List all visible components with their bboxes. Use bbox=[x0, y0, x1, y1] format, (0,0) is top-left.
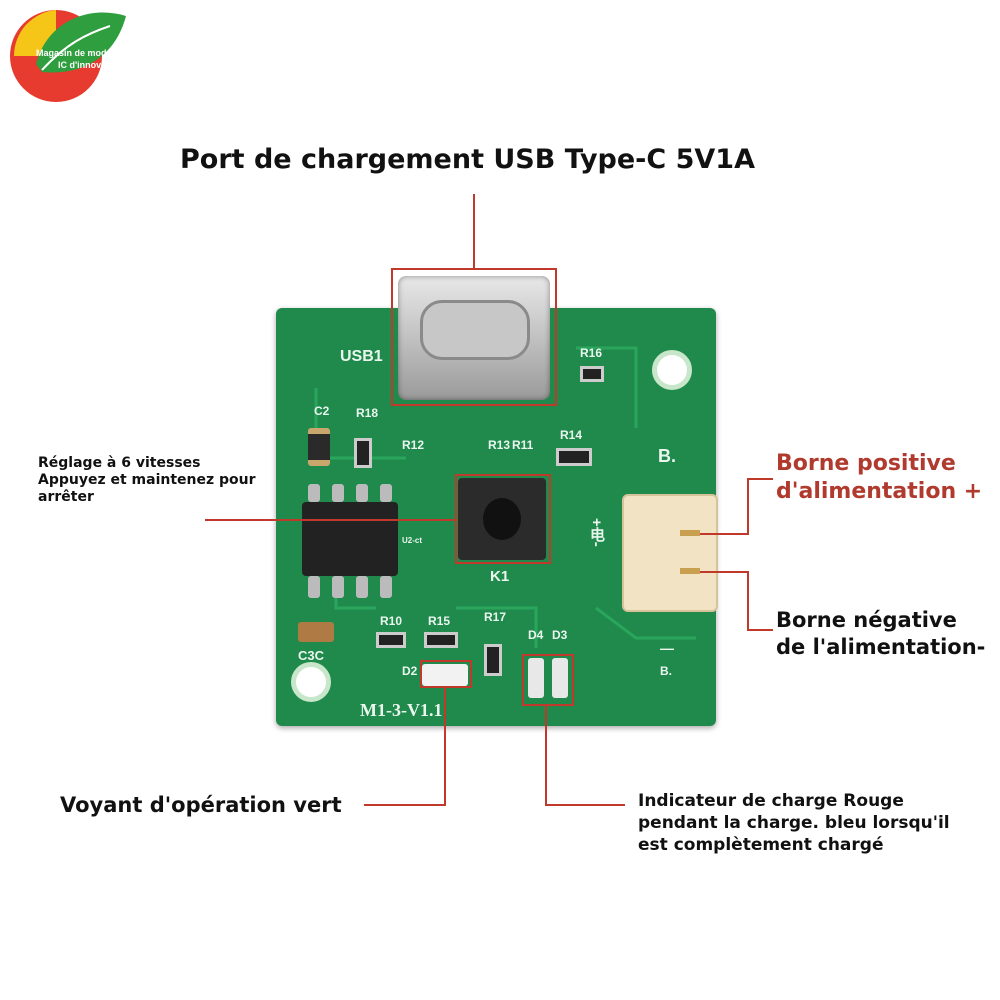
silk-c2: C2 bbox=[314, 404, 330, 418]
leader-charge-h bbox=[545, 804, 625, 806]
silk-c3c: C3C bbox=[298, 648, 325, 663]
resistor-r17 bbox=[484, 644, 502, 676]
silk-r14: R14 bbox=[560, 428, 583, 442]
highlight-led-d2 bbox=[420, 660, 472, 688]
green-led-callout: Voyant d'opération vert bbox=[60, 793, 342, 817]
silk-r10: R10 bbox=[380, 614, 403, 628]
negative-terminal-callout: Borne négative de l'alimentation- bbox=[776, 607, 985, 661]
charge-line3: est complètement chargé bbox=[638, 835, 884, 855]
resistor-r10 bbox=[376, 632, 406, 648]
silk-r13: R13 bbox=[488, 438, 511, 452]
resistor-r16 bbox=[580, 366, 604, 382]
negative-line1: Borne négative bbox=[776, 608, 957, 632]
silk-r11: R11 bbox=[512, 438, 534, 452]
jst-connector bbox=[622, 494, 718, 612]
charge-line1: Indicateur de charge Rouge bbox=[638, 791, 904, 811]
led-d2 bbox=[422, 664, 468, 686]
speed-line1: Réglage à 6 vitesses bbox=[38, 455, 201, 471]
connector-pin bbox=[680, 530, 700, 536]
usb-c-port-opening bbox=[420, 300, 530, 360]
charge-line2: pendant la charge. bleu lorsqu'il bbox=[638, 813, 950, 833]
silk-d2: D2 bbox=[402, 664, 418, 678]
leader-led-h bbox=[364, 804, 446, 806]
speed-line2: Appuyez et maintenez pour bbox=[38, 472, 256, 488]
resistor-r18 bbox=[354, 438, 372, 468]
silk-cn-side: +电- bbox=[588, 518, 605, 547]
capacitor-c3c bbox=[298, 622, 334, 642]
mounting-hole bbox=[652, 350, 692, 390]
connector-pin bbox=[680, 568, 700, 574]
leader-negative-v bbox=[747, 571, 749, 631]
silk-r15: R15 bbox=[428, 614, 451, 628]
leader-positive-v bbox=[747, 478, 749, 535]
silk-d4: D4 bbox=[528, 628, 544, 642]
logo-text-line1: Magasin de modu bbox=[36, 48, 113, 58]
leader-switch bbox=[205, 519, 455, 521]
brand-logo: Magasin de modu IC d'innovat bbox=[6, 4, 128, 104]
silk-r12: R12 bbox=[402, 438, 425, 452]
resistor-r15 bbox=[424, 632, 458, 648]
silk-b-top: B. bbox=[658, 446, 676, 466]
speed-line3: arrêter bbox=[38, 489, 94, 505]
highlight-led-d3-d4 bbox=[522, 654, 574, 706]
leader-usb bbox=[473, 194, 475, 268]
ic-chip bbox=[302, 502, 398, 576]
mounting-hole bbox=[291, 662, 331, 702]
logo-icon bbox=[10, 10, 126, 102]
silk-b-bottom: B. bbox=[660, 664, 672, 678]
usb-port-title: Port de chargement USB Type-C 5V1A bbox=[180, 144, 755, 175]
positive-terminal-callout: Borne positive d'alimentation + bbox=[776, 450, 982, 506]
leader-positive-h1 bbox=[700, 533, 748, 535]
leader-led-v bbox=[444, 688, 446, 806]
leader-charge-v bbox=[545, 706, 547, 806]
capacitor-c2 bbox=[308, 428, 330, 466]
charge-indicator-callout: Indicateur de charge Rouge pendant la ch… bbox=[638, 790, 950, 856]
ic-pins-bottom bbox=[308, 576, 392, 598]
led-d3 bbox=[552, 658, 568, 698]
logo-text-line2: IC d'innovat bbox=[58, 60, 110, 70]
leader-positive-h2 bbox=[747, 478, 773, 480]
silk-usb1: USB1 bbox=[340, 348, 383, 365]
positive-line1: Borne positive bbox=[776, 451, 956, 476]
led-d4 bbox=[528, 658, 544, 698]
highlight-switch bbox=[455, 474, 551, 564]
leader-negative-h2 bbox=[747, 629, 773, 631]
leader-negative-h1 bbox=[700, 571, 748, 573]
silk-k1: K1 bbox=[490, 568, 510, 585]
silk-d3: D3 bbox=[552, 628, 568, 642]
negative-line2: de l'alimentation- bbox=[776, 635, 986, 659]
silk-r16: R16 bbox=[580, 346, 603, 360]
ic-pins-top bbox=[308, 484, 392, 502]
silk-r17: R17 bbox=[484, 610, 507, 624]
speed-callout: Réglage à 6 vitesses Appuyez et maintene… bbox=[38, 455, 256, 506]
highlight-usb-port bbox=[391, 268, 557, 406]
silk-version: M1-3-V1.1 bbox=[360, 700, 443, 720]
silk-u2: U2-ct bbox=[402, 536, 423, 545]
positive-line2: d'alimentation + bbox=[776, 479, 983, 504]
switch-button bbox=[483, 498, 521, 540]
silk-minus: — bbox=[660, 640, 674, 656]
resistor-r14 bbox=[556, 448, 592, 466]
silk-r18: R18 bbox=[356, 406, 379, 420]
